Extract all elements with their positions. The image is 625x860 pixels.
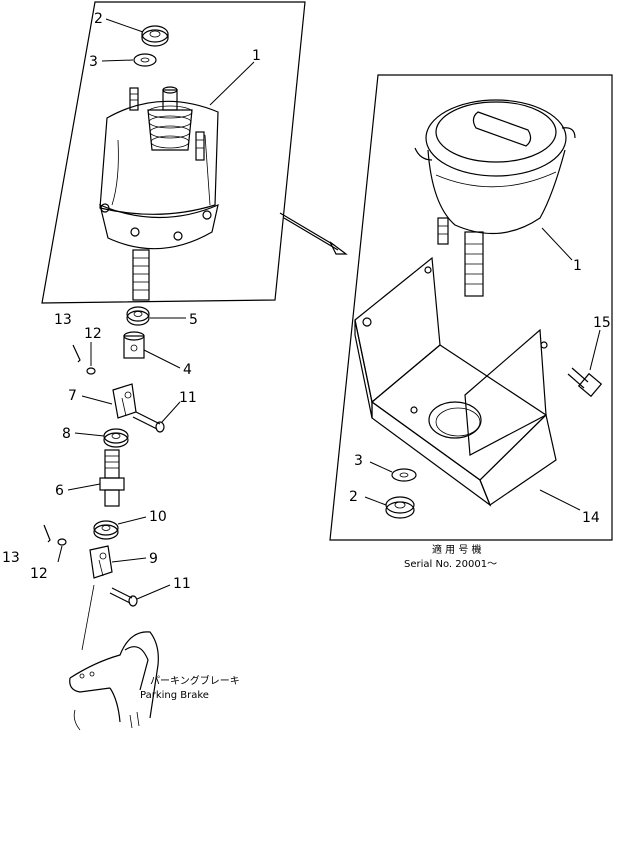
nut-2-left	[141, 25, 169, 47]
label-part-4: 4	[183, 362, 192, 378]
clevis-pin-11-lower	[109, 587, 138, 607]
label-part-1-left: 1	[252, 48, 261, 64]
cotter-pin-13-lower	[43, 524, 51, 543]
nut-5	[126, 306, 150, 326]
label-part-8: 8	[62, 426, 71, 442]
label-part-12-lower: 12	[30, 566, 48, 582]
left-assembly-panel	[41, 1, 306, 304]
serial-caption-jp: 適 用 号 機	[432, 543, 482, 556]
parking-brake-caption-jp: パーキングブレーキ	[150, 674, 240, 687]
parking-brake-lever	[69, 631, 159, 731]
brake-chamber-right	[414, 99, 576, 297]
label-part-13-lower: 13	[2, 550, 20, 566]
label-part-11-upper: 11	[179, 390, 197, 406]
label-part-14: 14	[582, 510, 600, 526]
right-assembly-panel	[329, 74, 613, 541]
label-part-10: 10	[149, 509, 167, 525]
brake-chamber-body	[99, 86, 219, 301]
rod-end-4	[123, 331, 145, 359]
clevis-7	[112, 383, 137, 419]
washer-3-right	[391, 468, 417, 482]
label-part-3-left: 3	[89, 54, 98, 70]
label-part-2-right: 2	[349, 489, 358, 505]
label-part-13-upper: 13	[54, 312, 72, 328]
bolt-15	[567, 367, 603, 398]
label-part-15: 15	[593, 315, 611, 331]
clevis-9	[89, 545, 113, 579]
label-part-6: 6	[55, 483, 64, 499]
parking-brake-caption-en: Parking Brake	[140, 690, 209, 701]
label-part-11-lower: 11	[173, 576, 191, 592]
label-part-7: 7	[68, 388, 77, 404]
label-part-9: 9	[149, 551, 158, 567]
nut-10	[93, 520, 119, 540]
cotter-pin-13-upper	[72, 344, 81, 363]
label-part-5: 5	[189, 312, 198, 328]
leader-lines	[57, 18, 601, 600]
washer-12-upper	[86, 367, 96, 375]
mounting-bracket-14	[354, 256, 557, 507]
serial-caption-en: Serial No. 20001～	[404, 559, 497, 570]
label-part-12-upper: 12	[84, 326, 102, 342]
clevis-pin-11-upper	[132, 411, 165, 433]
nut-8	[103, 428, 129, 448]
label-part-1-right: 1	[573, 258, 582, 274]
direction-arrow	[279, 212, 348, 255]
label-part-2-left: 2	[94, 11, 103, 27]
washer-12-lower	[57, 538, 67, 546]
washer-3-left	[133, 53, 157, 67]
label-part-3-right: 3	[354, 453, 363, 469]
nut-2-right	[385, 496, 415, 519]
adjust-bolt-6	[99, 449, 125, 507]
